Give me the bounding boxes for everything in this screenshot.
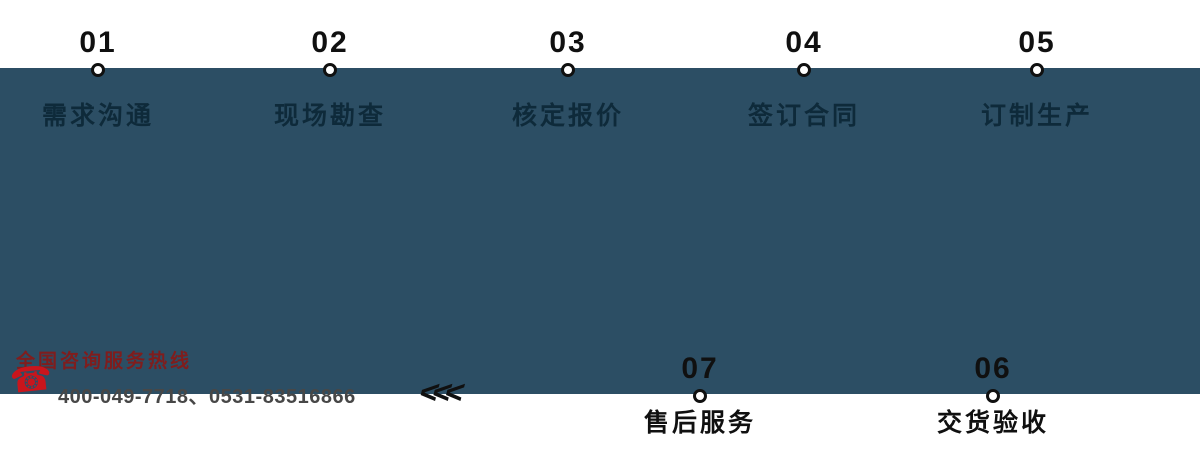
step-dot-icon [561,63,575,77]
step-number: 04 [785,26,823,59]
step-number: 01 [79,26,117,59]
step-number: 06 [974,352,1012,385]
step-label: 签订合同 [747,102,860,130]
hotline-label: 全国咨询服务热线 [16,351,193,372]
step-number: 05 [1018,26,1056,59]
phone-icon: ☎ [8,358,55,402]
process-step-02: 02 现场勘查 [240,26,420,129]
process-band-background [0,68,1200,394]
process-step-07: 07 售后服务 [610,352,790,436]
step-dot-icon [1030,63,1044,77]
process-step-01: 01 需求沟通 [8,26,188,129]
step-label: 售后服务 [643,409,756,437]
process-step-04: 04 签订合同 [714,26,894,129]
process-step-06: 06 交货验收 [903,352,1083,436]
process-step-03: 03 核定报价 [478,26,658,129]
flow-direction-chevrons-icon: <<< [415,374,464,410]
step-label: 交货验收 [936,409,1049,437]
hotline-phone-numbers: 400-049-7718、0531-83516866 [58,386,356,408]
step-label: 核定报价 [511,102,624,130]
step-dot-icon [693,389,707,403]
step-dot-icon [986,389,1000,403]
step-dot-icon [797,63,811,77]
step-number: 07 [681,352,719,385]
step-dot-icon [91,63,105,77]
step-label: 现场勘查 [273,102,386,130]
process-step-05: 05 订制生产 [947,26,1127,129]
step-number: 03 [549,26,587,59]
step-dot-icon [323,63,337,77]
step-label: 订制生产 [980,102,1093,130]
step-label: 需求沟通 [41,102,154,130]
step-number: 02 [311,26,349,59]
